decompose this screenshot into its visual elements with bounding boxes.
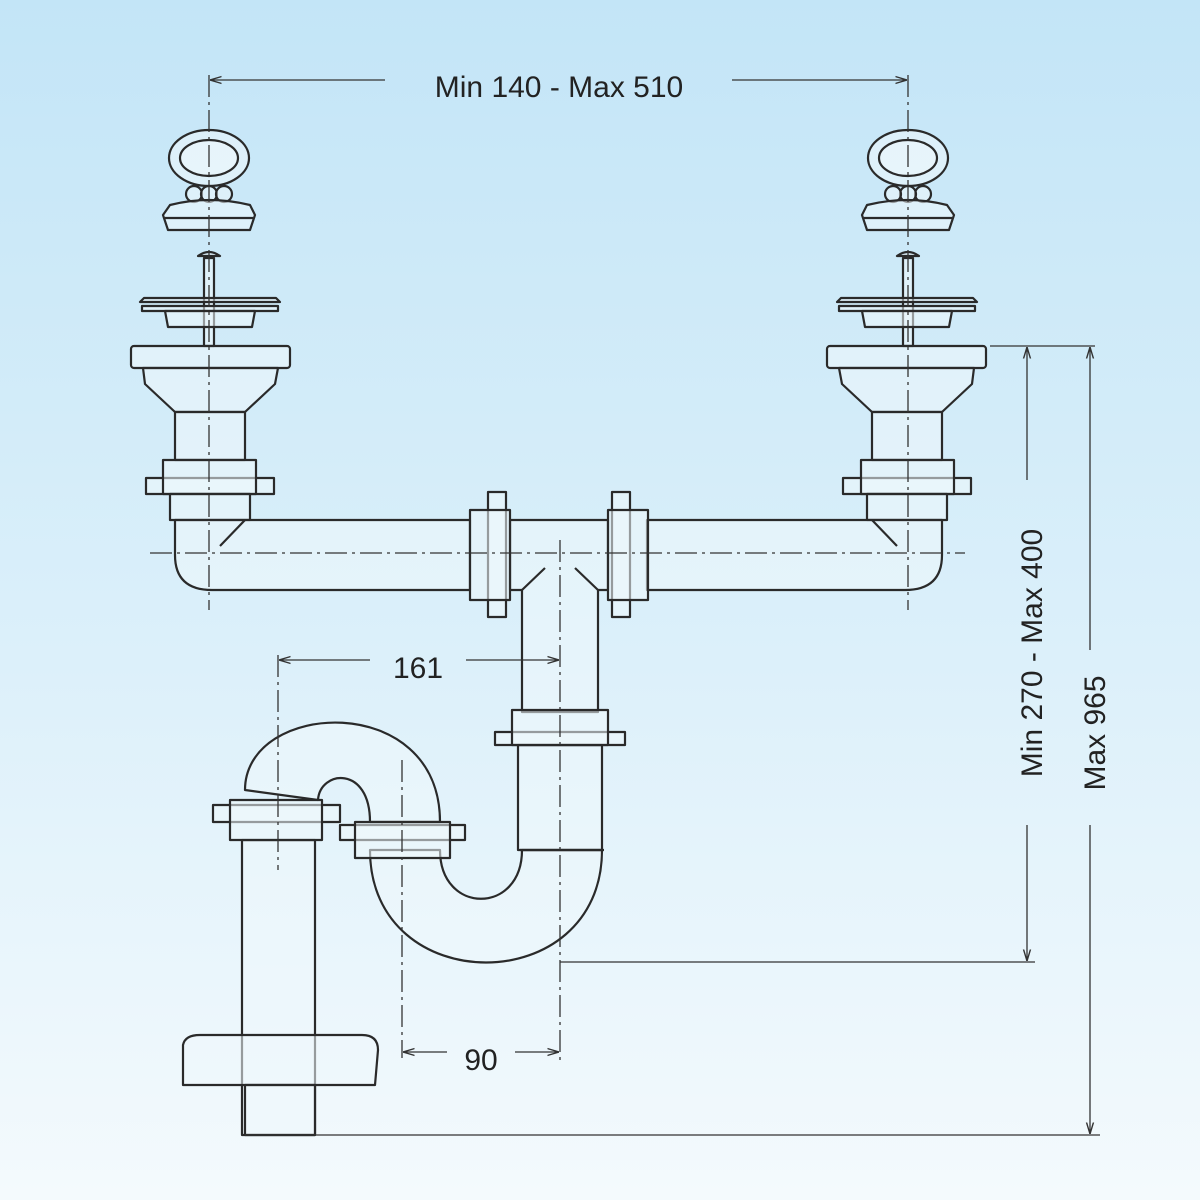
span-dimension-label: Min 140 - Max 510 — [435, 71, 683, 104]
height-range-dimension-label: Min 270 - Max 400 — [1016, 529, 1049, 777]
bottle-trap — [181, 708, 627, 1137]
right-strainer-assembly — [645, 73, 988, 612]
tee-junction — [468, 490, 650, 714]
trap-offset-dimension-label: 90 — [464, 1044, 497, 1077]
offset-dimension-label: 161 — [393, 652, 443, 685]
max-height-dimension-label: Max 965 — [1079, 675, 1112, 790]
left-strainer-assembly — [129, 73, 472, 612]
dimension-lines — [210, 80, 1100, 1136]
center-lines — [150, 540, 965, 1060]
